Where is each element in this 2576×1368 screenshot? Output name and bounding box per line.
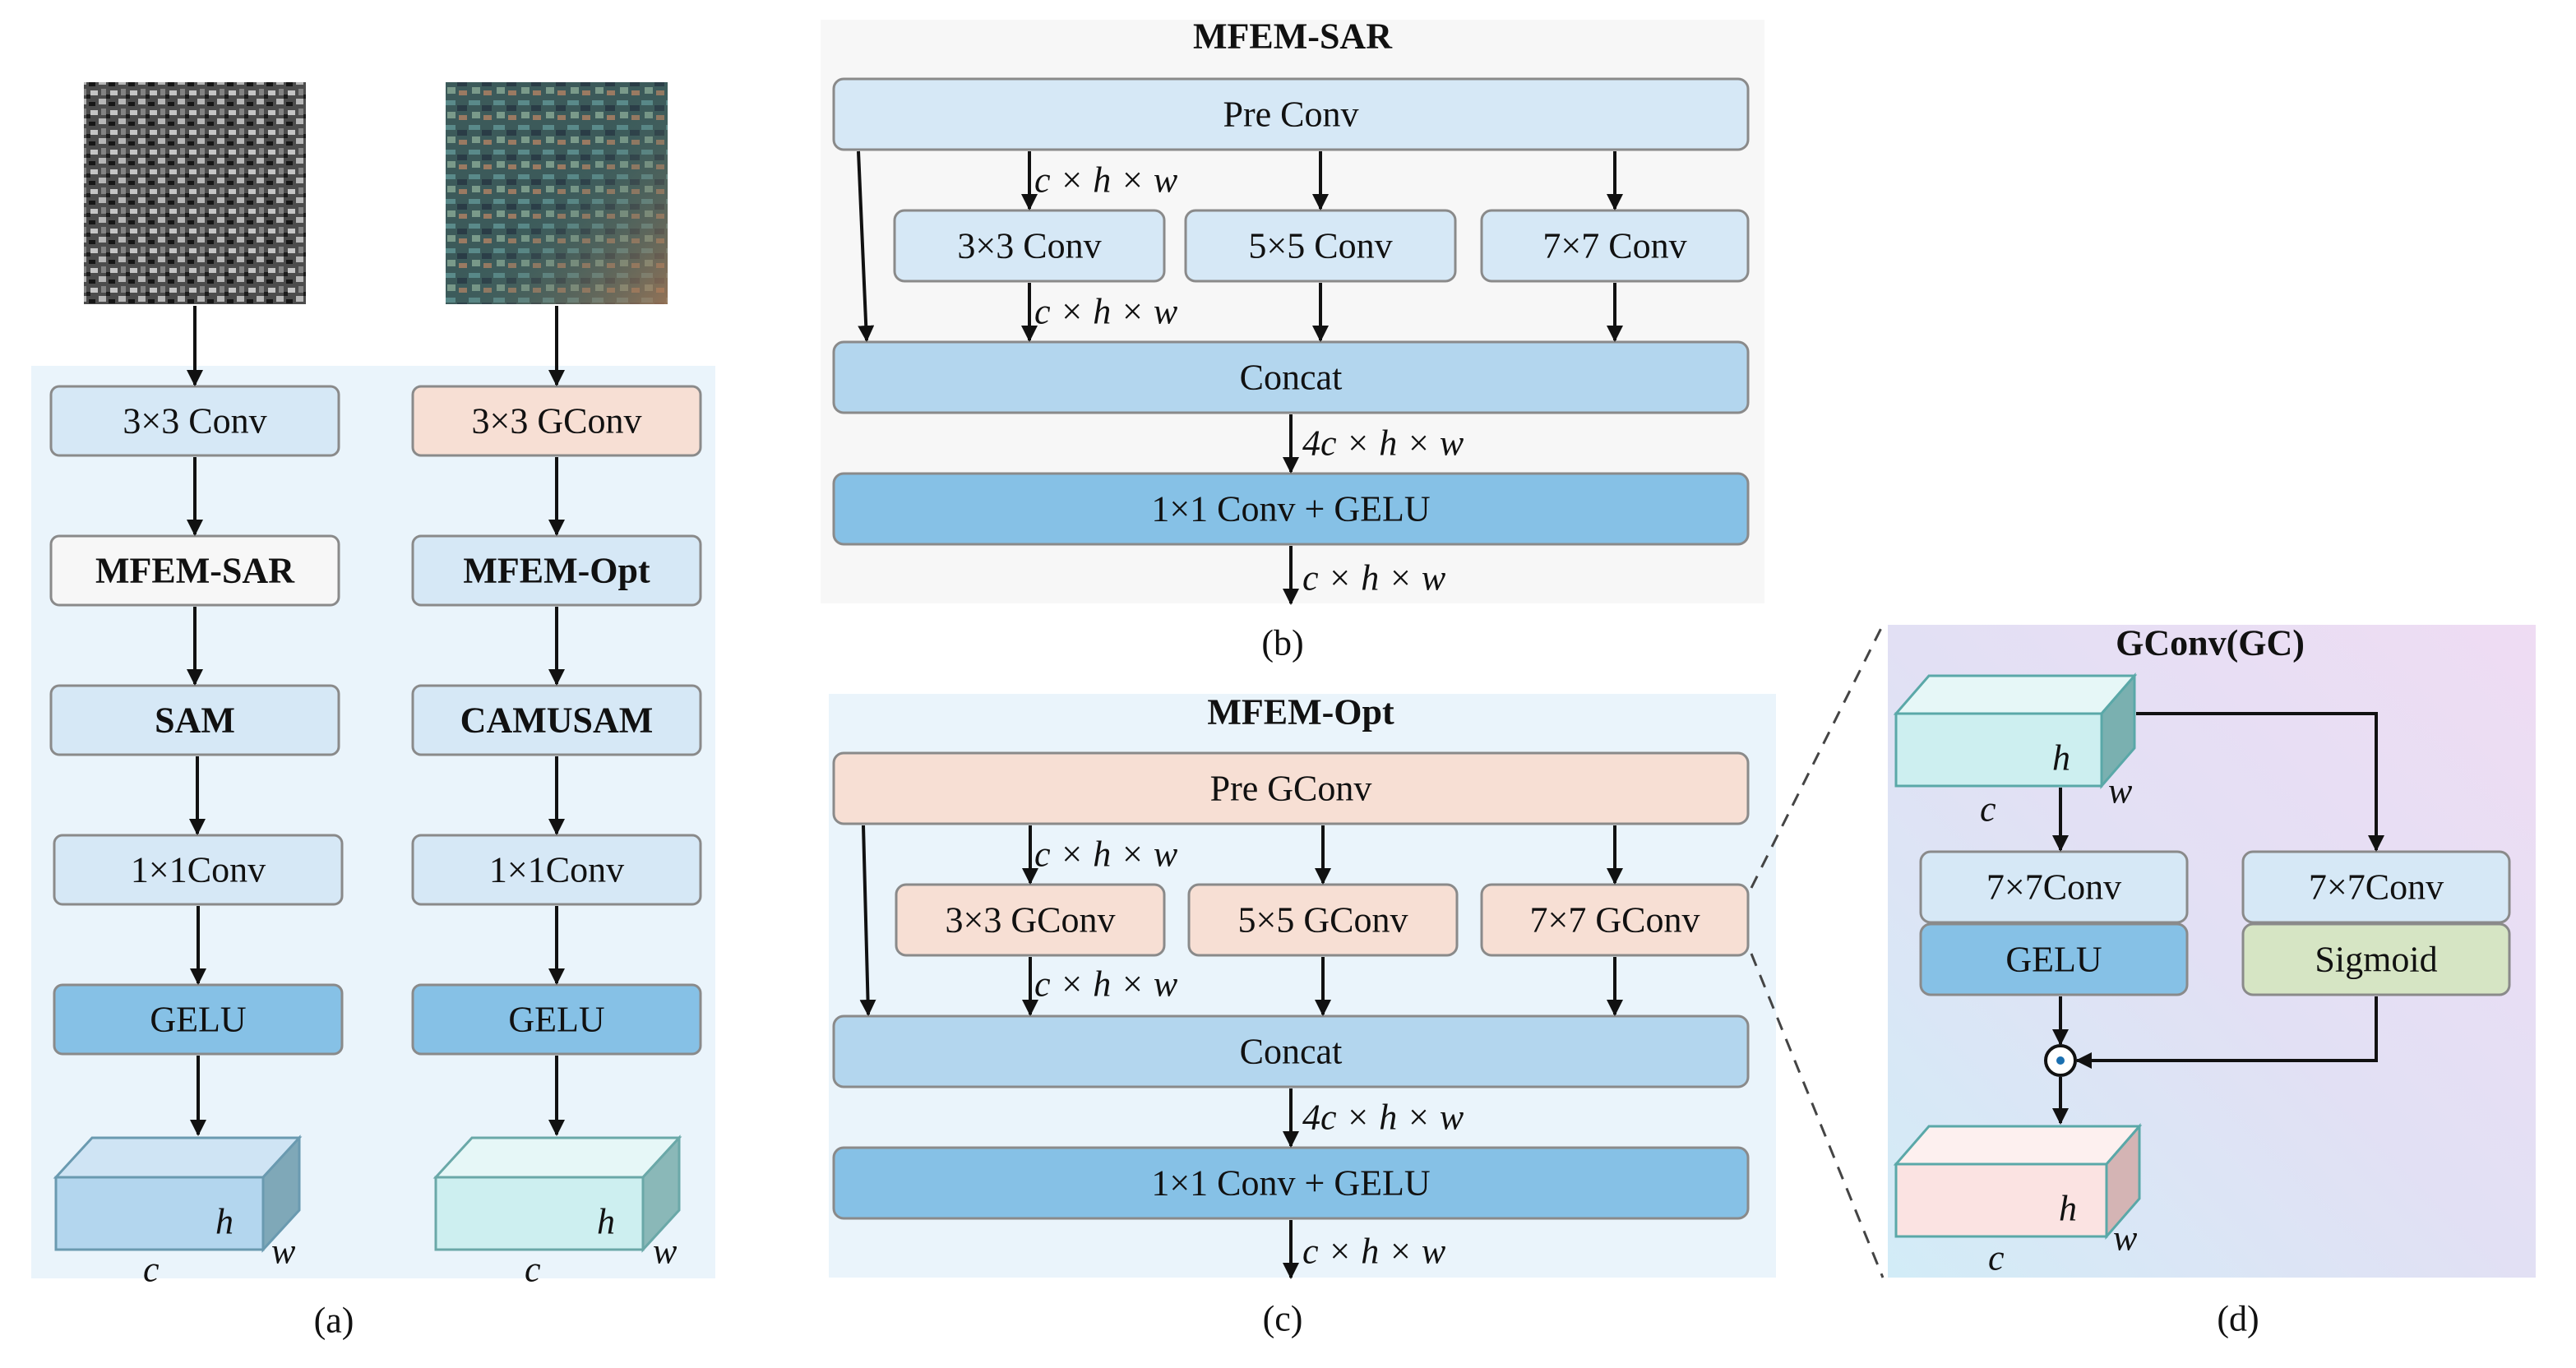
sar-mfem-block xyxy=(49,534,340,607)
conv-7x7-label: 7×7 Conv xyxy=(1542,226,1686,266)
skip-c-arrow xyxy=(859,825,876,1016)
sam-label: SAM xyxy=(155,700,235,741)
optical-input-image xyxy=(446,82,668,304)
sar-1x1-conv-block xyxy=(53,834,344,906)
dim-top-c-label: c × h × w xyxy=(1034,834,1178,875)
gc-gelu-label: GELU xyxy=(2005,940,2102,980)
gc-right-conv-label: 7×7Conv xyxy=(2309,867,2444,908)
conv-7x7-block xyxy=(1480,209,1750,283)
final-c-block xyxy=(832,1146,1750,1220)
gconv-3x3-block xyxy=(895,883,1166,957)
conv-5x5-label: 5×5 Conv xyxy=(1248,226,1392,266)
conv-3x3-block xyxy=(893,209,1166,283)
opt-gelu-label: GELU xyxy=(508,1000,604,1040)
sar-1x1-conv-label: 1×1Conv xyxy=(131,850,266,890)
camusam-block xyxy=(411,684,702,756)
sar-cuboid-h-label: h xyxy=(215,1202,234,1242)
panel-b-title: MFEM-SAR xyxy=(1193,16,1393,57)
conv-3x3-label: 3×3 Conv xyxy=(957,226,1101,266)
gc-left-conv-label: 7×7Conv xyxy=(1986,867,2121,908)
opt-3x3-gconv-block xyxy=(411,385,702,457)
hadamard-product-icon xyxy=(2044,1044,2077,1077)
gconv-5x5-label: 5×5 GConv xyxy=(1238,900,1408,940)
gc-left-conv-block xyxy=(1919,850,2189,924)
panel-b: MFEM-SAR Pre Conv 3×3 Conv 5×5 Conv 7×7 … xyxy=(821,16,1764,663)
dim-concat-c-label: 4c × h × w xyxy=(1302,1098,1464,1138)
sar-cuboid-w-label: w xyxy=(271,1232,296,1272)
gconv-5x5-block xyxy=(1187,883,1459,957)
opt-output-cuboid xyxy=(432,1135,682,1253)
opt-mfem-label: MFEM-Opt xyxy=(463,551,650,591)
sar-cuboid-c-label: c xyxy=(143,1250,160,1290)
sar-gelu-label: GELU xyxy=(150,1000,246,1040)
sar-output-cuboid xyxy=(53,1135,303,1253)
zoom-line-top xyxy=(1750,624,1885,889)
gc-out-w-label: w xyxy=(2113,1218,2138,1259)
gc-in-w-label: w xyxy=(2108,771,2133,811)
gc-gelu-block xyxy=(1919,922,2189,996)
gc-in-c-label: c xyxy=(1980,789,1996,830)
panel-d: GConv(GC) h w c 7×7Conv GELU 7×7Conv Sig… xyxy=(1888,623,2536,1339)
sar-mfem-label: MFEM-SAR xyxy=(95,551,295,591)
gconv-7x7-label: 7×7 GConv xyxy=(1530,900,1700,940)
panel-d-caption: (d) xyxy=(2217,1299,2259,1339)
opt-1x1-conv-block xyxy=(411,834,702,906)
gc-sigmoid-block xyxy=(2241,922,2511,996)
opt-1x1-conv-label: 1×1Conv xyxy=(489,850,624,890)
concat-block xyxy=(832,340,1750,414)
opt-mfem-block xyxy=(411,534,702,607)
gc-out-h-label: h xyxy=(2059,1189,2077,1229)
gc-right-conv-block xyxy=(2241,850,2511,924)
panel-a: 3×3 Conv MFEM-SAR SAM 1×1Conv GELU h w c… xyxy=(31,82,715,1341)
gc-in-to-right-arrow xyxy=(2136,712,2384,852)
final-c-label: 1×1 Conv + GELU xyxy=(1151,1163,1430,1204)
gconv-7x7-block xyxy=(1480,883,1750,957)
gc-input-cuboid xyxy=(1893,672,2138,790)
sar-input-image xyxy=(84,82,306,304)
skip-arrow xyxy=(857,150,875,342)
sar-3x3-conv-label: 3×3 Conv xyxy=(123,401,266,441)
panel-a-background xyxy=(31,366,715,1278)
final-conv-gelu-label: 1×1 Conv + GELU xyxy=(1151,489,1430,529)
panel-c: MFEM-Opt Pre GConv 3×3 GConv 5×5 GConv 7… xyxy=(829,692,1776,1339)
concat-c-label: Concat xyxy=(1240,1032,1343,1072)
pre-conv-block xyxy=(832,77,1750,151)
dim-out-c-label: c × h × w xyxy=(1302,1232,1446,1272)
dim-out-label: c × h × w xyxy=(1302,558,1446,598)
gc-out-c-label: c xyxy=(1988,1238,2005,1278)
dim-mid-c-label: c × h × w xyxy=(1034,964,1178,1005)
gconv-3x3-label: 3×3 GConv xyxy=(946,900,1116,940)
panel-b-caption: (b) xyxy=(1261,623,1303,663)
final-conv-gelu-block xyxy=(832,472,1750,546)
gc-sigmoid-label: Sigmoid xyxy=(2315,940,2437,980)
opt-cuboid-c-label: c xyxy=(525,1250,541,1290)
panel-c-caption: (c) xyxy=(1263,1299,1303,1339)
opt-cuboid-w-label: w xyxy=(653,1232,678,1272)
concat-label: Concat xyxy=(1240,358,1343,398)
pre-conv-label: Pre Conv xyxy=(1223,95,1359,135)
opt-cuboid-h-label: h xyxy=(597,1202,615,1242)
panel-c-title: MFEM-Opt xyxy=(1207,692,1394,733)
sar-gelu-block xyxy=(53,983,344,1056)
pre-gconv-block xyxy=(832,751,1750,825)
opt-gelu-block xyxy=(411,983,702,1056)
sar-3x3-conv-block xyxy=(49,385,340,457)
conv-5x5-block xyxy=(1184,209,1457,283)
gc-in-h-label: h xyxy=(2052,738,2070,779)
zoom-line-bottom xyxy=(1750,953,1885,1278)
dim-mid-label: c × h × w xyxy=(1034,292,1178,332)
dim-top-label: c × h × w xyxy=(1034,160,1178,201)
gc-output-cuboid xyxy=(1893,1122,2143,1241)
panel-a-caption: (a) xyxy=(314,1301,354,1341)
opt-3x3-gconv-label: 3×3 GConv xyxy=(472,401,642,441)
sam-block xyxy=(49,684,340,756)
gc-sigmoid-to-product-arrow xyxy=(2075,996,2378,1069)
pre-gconv-label: Pre GConv xyxy=(1210,769,1372,809)
concat-c-block xyxy=(832,1014,1750,1088)
dim-concat-label: 4c × h × w xyxy=(1302,423,1464,464)
camusam-label: CAMUSAM xyxy=(460,700,654,741)
panel-d-title: GConv(GC) xyxy=(2116,623,2305,663)
